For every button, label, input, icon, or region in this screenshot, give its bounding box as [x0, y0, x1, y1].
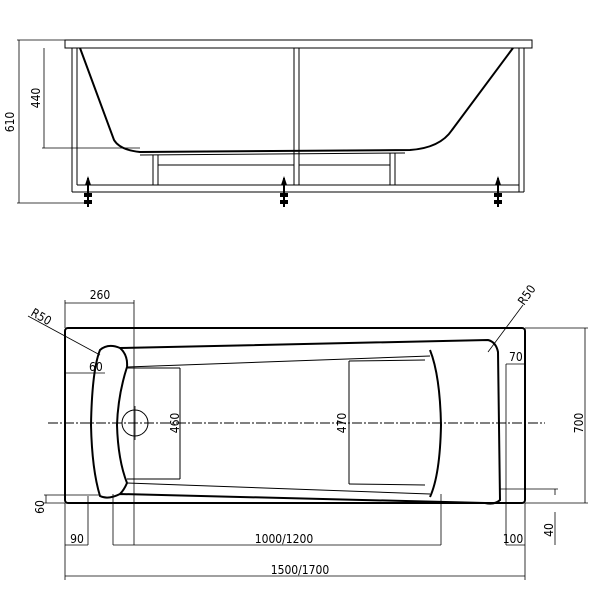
tub-profile — [79, 47, 514, 154]
tub-rim — [64, 39, 533, 49]
dim-right-offset: 100 — [503, 532, 524, 546]
tub-bowl — [89, 338, 502, 505]
dim-left-offset: 90 — [70, 532, 84, 546]
dim-depth: 440 — [29, 88, 43, 109]
foot-right — [494, 176, 502, 207]
dim-bottom-rim: 60 — [33, 500, 47, 514]
foot-middle — [280, 176, 288, 207]
dim-total-height: 610 — [3, 112, 17, 133]
dim-bottom-length: 1000/1200 — [255, 532, 314, 546]
dim-left-rim-inset: 60 — [89, 360, 103, 374]
dim-front-offset: 40 — [542, 523, 556, 537]
dim-inner-width-head: 460 — [168, 413, 182, 434]
dim-radius-right: R50 — [515, 282, 539, 308]
dim-right-rim-inset: 70 — [509, 350, 523, 364]
plan-view: 460 470 260 R50 60 R50 70 700 — [27, 282, 588, 580]
tub-outline — [64, 327, 526, 504]
dim-total-length: 1500/1700 — [271, 563, 330, 577]
dim-head-zone-width: 260 — [90, 288, 111, 302]
foot-left — [84, 176, 92, 207]
side-view: 610 440 — [3, 39, 533, 207]
dim-total-width: 700 — [572, 413, 586, 434]
dim-radius-left: R50 — [29, 305, 55, 328]
